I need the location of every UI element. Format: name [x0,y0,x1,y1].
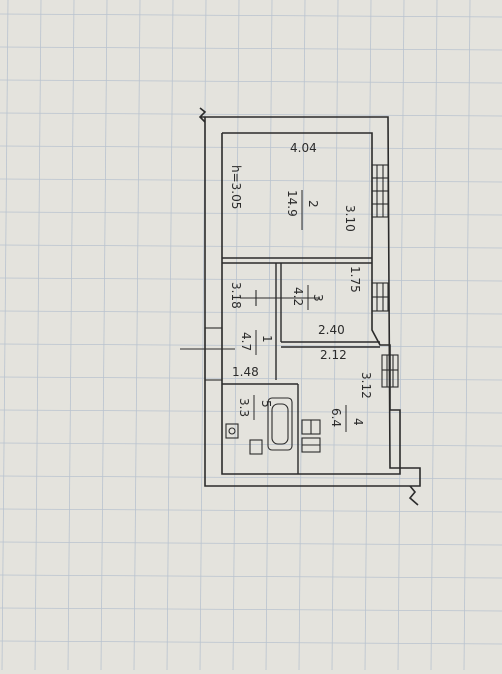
room1-dim-side: 3.18 [229,282,243,309]
grid-line-horizontal [0,13,502,18]
grid-line-horizontal [0,442,502,447]
grid-line-horizontal [0,343,502,348]
wall-break-bottom [408,485,419,506]
grid-line-horizontal [0,211,502,216]
window-room2 [371,164,389,218]
grid-line-vertical [364,0,372,671]
room2-dim-side: 3.10 [343,205,357,232]
window-room4 [381,354,399,388]
grid-line-horizontal [0,640,502,645]
room3-number: 3 [311,294,325,302]
room2-number: 2 [306,200,320,208]
grid-line-horizontal [0,112,502,117]
bathtub [267,397,293,451]
grid-line-horizontal [0,541,502,546]
grid-line-horizontal [0,46,502,51]
grid-line-vertical [397,0,405,671]
grid-line-horizontal [0,244,502,249]
grid-line-horizontal [0,475,502,480]
grid-line-horizontal [0,79,502,84]
room4-area: 6.4 [329,408,343,427]
grid-line-horizontal [0,508,502,513]
sink [225,423,239,439]
entrance-door-mark [180,327,235,381]
grid-line-vertical [265,0,273,671]
grid-line-horizontal [0,607,502,612]
windows [180,164,399,388]
grid-line-horizontal [0,310,502,315]
grid-line-vertical [463,0,471,671]
grid-line-horizontal [0,574,502,579]
inner-wall-outline [221,132,401,475]
grid-line-vertical [430,0,438,671]
room3-area: 4.2 [291,287,305,306]
grid-line-vertical [1,0,9,671]
room4-dim-top: 2.12 [320,348,347,362]
room1-dim-bottom: 1.48 [232,365,259,379]
room4-number: 4 [351,418,365,426]
grid-line-vertical [331,0,339,671]
grid-line-vertical [34,0,42,671]
grid-line-vertical [166,0,174,671]
room3-dim-side: 1.75 [348,266,362,293]
grid-line-vertical [298,0,306,671]
stove [301,419,321,435]
room5-number: 5 [259,400,273,408]
kitchen-sink [301,437,321,453]
grid-line-horizontal [0,178,502,183]
grid-line-horizontal [0,277,502,282]
room4-dim-side: 3.12 [359,372,373,399]
wall-break-top [198,107,207,123]
outer-wall-outline [200,116,421,487]
partitions [222,257,380,474]
room5-area: 3.3 [237,398,251,417]
grid-line-horizontal [0,145,502,150]
ceiling-height: h=3.05 [229,165,243,209]
grid-line-vertical [67,0,75,671]
fixtures [225,290,321,455]
room1-area: 4.7 [239,332,253,351]
grid-line-horizontal [0,409,502,414]
window-room3 [371,282,389,312]
toilet [249,439,263,455]
grid-line-vertical [133,0,141,671]
room2-area: 14.9 [285,190,299,217]
outer-walls [198,107,421,506]
room2-dim-top: 4.04 [290,141,317,155]
labels: 4.04 3.10 2 14.9 h=3.05 1.75 3 4.2 2.40 … [229,141,373,432]
room3-dim-bottom: 2.40 [318,323,345,337]
grid-line-vertical [232,0,240,671]
grid-line-horizontal [0,376,502,381]
grid-line-vertical [100,0,108,671]
room1-number: 1 [260,335,274,343]
